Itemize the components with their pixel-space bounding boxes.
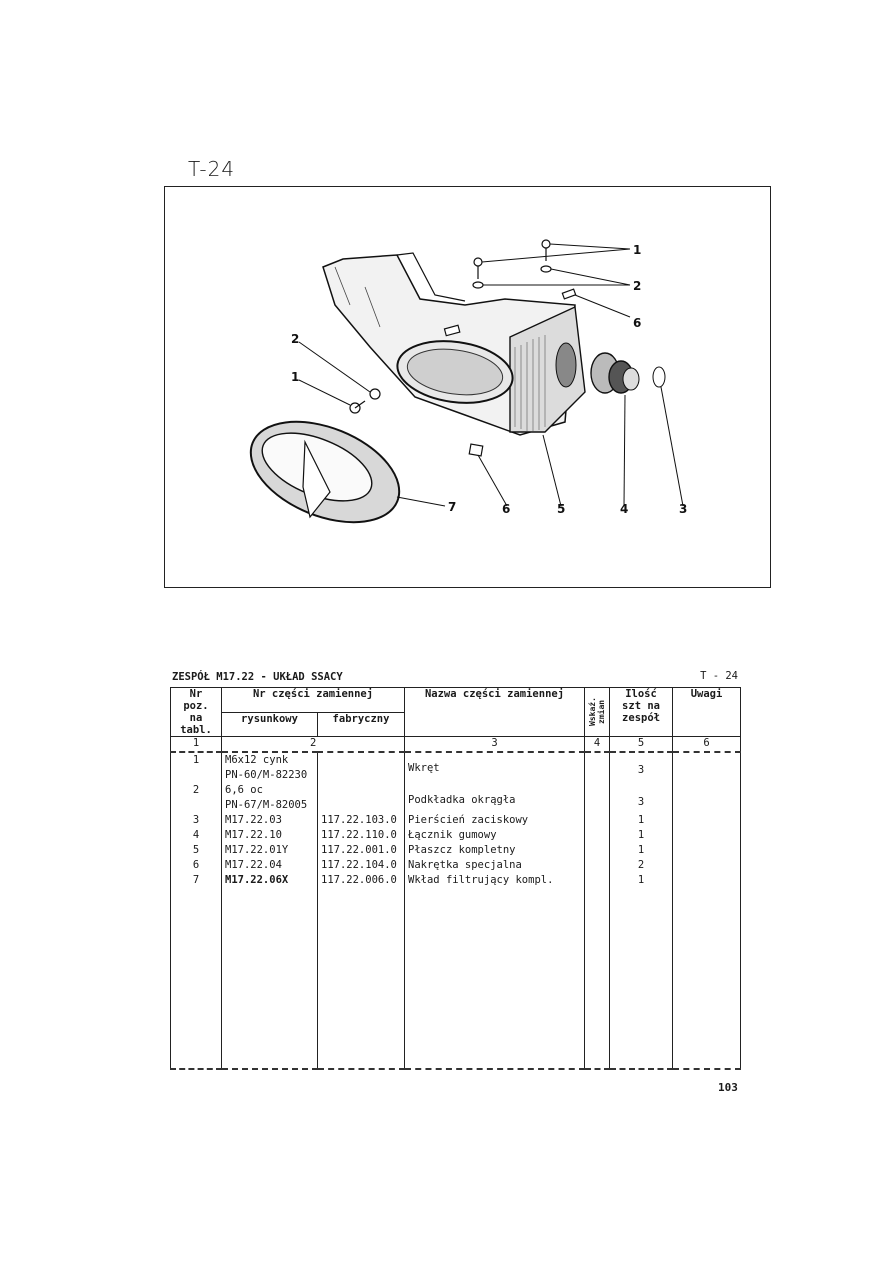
row-position: 6 [170,858,222,873]
exploded-view-figure: 1 2 6 2 1 7 6 5 4 3 [164,186,771,588]
table-row: 6 M17.22.04 117.22.104.0 Nakrętka specja… [170,858,742,873]
row-change-indicator [584,752,611,783]
row-quantity: 1 [609,873,674,888]
header-factory-number: fabryczny [316,712,406,737]
row-remarks [672,873,742,888]
column-number-row: 1 2 3 4 5 6 [170,736,742,753]
row-position: 2 [170,783,222,813]
callout-label: 2 [633,279,641,293]
row-drawing-number: M17.22.06X [221,873,318,888]
row-drawing-number: M17.22.04 [221,858,318,873]
figure-title: T-24 [188,157,236,181]
column-number: 3 [404,736,586,753]
callout-label: 1 [633,243,641,257]
header-drawing-number: rysunkowy [221,712,318,737]
header-position: Nr poz. na tabl. [170,687,222,737]
callout-label: 5 [557,502,565,516]
row-remarks [672,783,742,813]
row-factory-number [316,783,406,813]
row-remarks [672,813,742,828]
empty-table-space [170,888,742,1070]
callout-label: 3 [679,502,687,516]
callout-label: 2 [291,332,299,346]
row-change-indicator [584,813,611,828]
row-factory-number: 117.22.110.0 [316,828,406,843]
row-quantity: 1 [609,843,674,858]
column-number: 2 [220,736,406,753]
row-change-indicator [584,858,611,873]
row-drawing-number: M17.22.10 [221,828,318,843]
row-quantity: 1 [609,828,674,843]
row-part-name: Wkład filtrujący kompl. [404,873,586,888]
column-number: 1 [170,736,222,753]
column-number: 6 [672,736,742,753]
row-factory-number: 117.22.104.0 [316,858,406,873]
callout-label: 1 [291,370,299,384]
row-part-name: Nakrętka specjalna [404,858,586,873]
callout-label: 4 [620,502,628,516]
exploded-view-drawing: 1 2 6 2 1 7 6 5 4 3 [249,239,687,524]
row-remarks [672,843,742,858]
column-number: 5 [609,736,674,753]
row-remarks [672,828,742,843]
row-factory-number [316,752,406,783]
column-number: 4 [584,736,611,753]
row-part-name: Pierścień zaciskowy [404,813,586,828]
row-quantity: 3 [609,752,674,783]
page-number: 103 [718,1081,738,1094]
row-quantity: 2 [609,858,674,873]
row-remarks [672,752,742,783]
row-factory-number: 117.22.103.0 [316,813,406,828]
parts-table: Nr poz. na tabl. Nr części zamiennej Naz… [170,686,742,1070]
row-position: 7 [170,873,222,888]
header-change-indicator: Wskaź. zmian [584,687,611,737]
row-remarks [672,858,742,873]
row-part-name: Łącznik gumowy [404,828,586,843]
row-position: 3 [170,813,222,828]
header-part-name: Nazwa części zamiennej [404,687,586,737]
row-change-indicator [584,843,611,858]
row-position: 1 [170,752,222,783]
header-part-number: Nr części zamiennej [220,686,406,714]
row-drawing-number: M17.22.03 [221,813,318,828]
row-change-indicator [584,873,611,888]
table-row: 3 M17.22.03 117.22.103.0 Pierścień zacis… [170,813,742,828]
row-part-name: Podkładka okrągła [404,783,586,813]
header-quantity: Ilość szt na zespół [609,687,674,737]
row-change-indicator [584,828,611,843]
row-change-indicator [584,783,611,813]
row-part-name: Płaszcz kompletny [404,843,586,858]
row-factory-number: 117.22.001.0 [316,843,406,858]
row-position: 4 [170,828,222,843]
callout-label: 6 [633,316,641,330]
table-heading: ZESPÓŁ M17.22 - UKŁAD SSACY T - 24 [172,670,742,685]
row-position: 5 [170,843,222,858]
header-remarks: Uwagi [672,687,742,737]
assembly-title: ZESPÓŁ M17.22 - UKŁAD SSACY [172,671,343,683]
row-part-name: Wkręt [404,752,586,783]
row-quantity: 3 [609,783,674,813]
callout-label: 6 [502,502,510,516]
table-row: 4 M17.22.10 117.22.110.0 Łącznik gumowy … [170,828,742,843]
table-row: 7 M17.22.06X 117.22.006.0 Wkład filtrują… [170,873,742,888]
table-row: 5 M17.22.01Y 117.22.001.0 Płaszcz komple… [170,843,742,858]
row-quantity: 1 [609,813,674,828]
row-drawing-number: M17.22.01Y [221,843,318,858]
table-reference: T - 24 [700,670,738,682]
callout-label: 7 [448,500,456,514]
row-factory-number: 117.22.006.0 [316,873,406,888]
